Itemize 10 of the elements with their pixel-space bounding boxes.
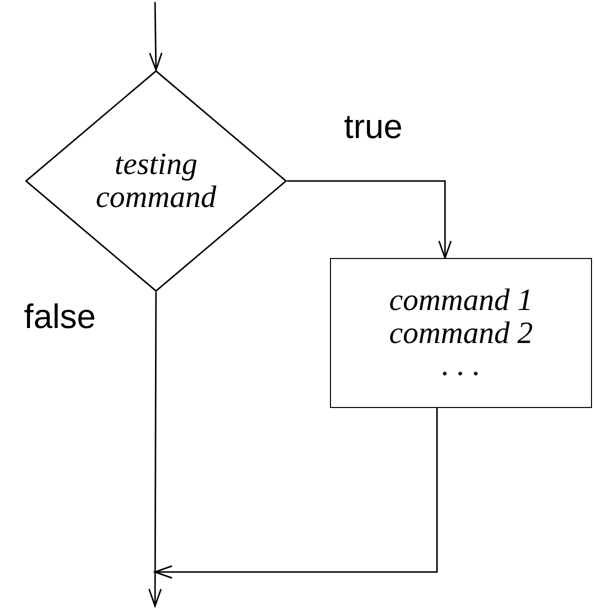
process-box [330,258,592,408]
arrow [148,292,162,607]
decision-diamond [25,70,287,292]
node-text: testing command [94,148,218,214]
arrow [154,408,438,579]
node-text: . . . [442,349,480,382]
arrow [149,2,162,71]
node-text: command 2 [389,316,533,350]
arrow [287,180,452,259]
node-text: command 1 [389,284,533,317]
